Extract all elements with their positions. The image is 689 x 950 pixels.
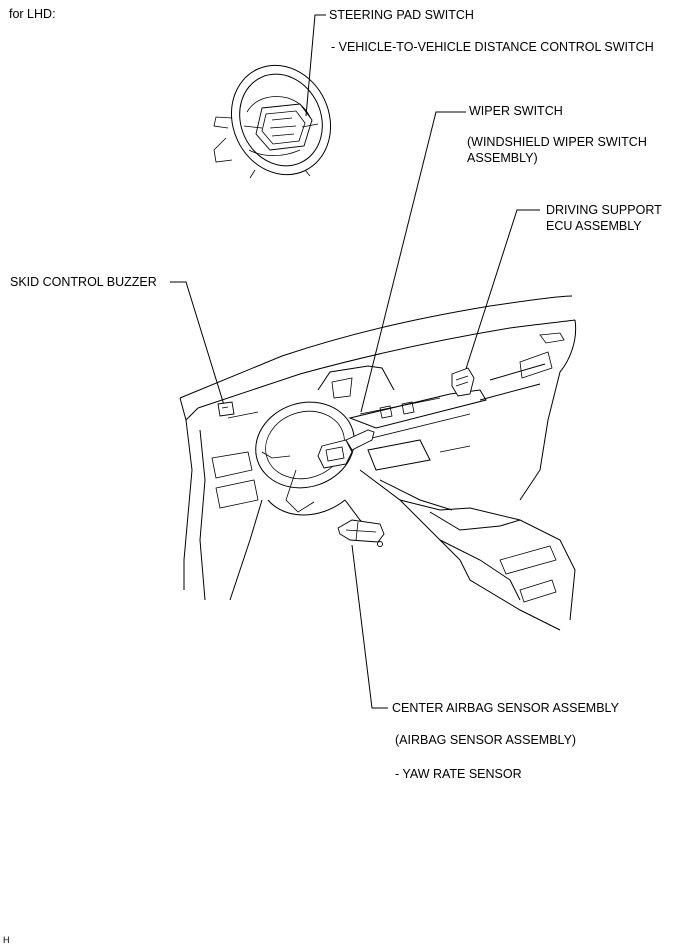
driving-support-ecu-part: [451, 367, 475, 397]
leader-lines: [170, 14, 540, 709]
center-airbag-sensor-part: [337, 519, 385, 547]
steering-pad-switch-sublabel: - VEHICLE-TO-VEHICLE DISTANCE CONTROL SW…: [331, 40, 654, 54]
center-airbag-sensor-sublabel: (AIRBAG SENSOR ASSEMBLY): [395, 733, 577, 747]
center-airbag-sensor-label: CENTER AIRBAG SENSOR ASSEMBLY: [392, 701, 619, 715]
yaw-rate-sensor-label: - YAW RATE SENSOR: [395, 767, 522, 781]
driving-support-ecu-label-1: DRIVING SUPPORT: [546, 203, 662, 217]
wiper-switch-sublabel-2: ASSEMBLY): [467, 151, 538, 165]
wiper-switch-label: WIPER SWITCH: [469, 104, 563, 118]
variant-label: for LHD:: [9, 7, 56, 21]
instrument-panel-drawing: [179, 295, 577, 631]
corner-code: H: [3, 935, 10, 945]
wiper-switch-part: [317, 429, 375, 469]
skid-control-buzzer-label: SKID CONTROL BUZZER: [10, 275, 157, 289]
steering-wheel-detail: [213, 64, 332, 179]
wiper-switch-sublabel-1: (WINDSHIELD WIPER SWITCH: [467, 135, 647, 149]
skid-control-buzzer-part: [217, 401, 235, 417]
steering-pad-switch-label: STEERING PAD SWITCH: [329, 8, 474, 22]
driving-support-ecu-label-2: ECU ASSEMBLY: [546, 219, 642, 233]
